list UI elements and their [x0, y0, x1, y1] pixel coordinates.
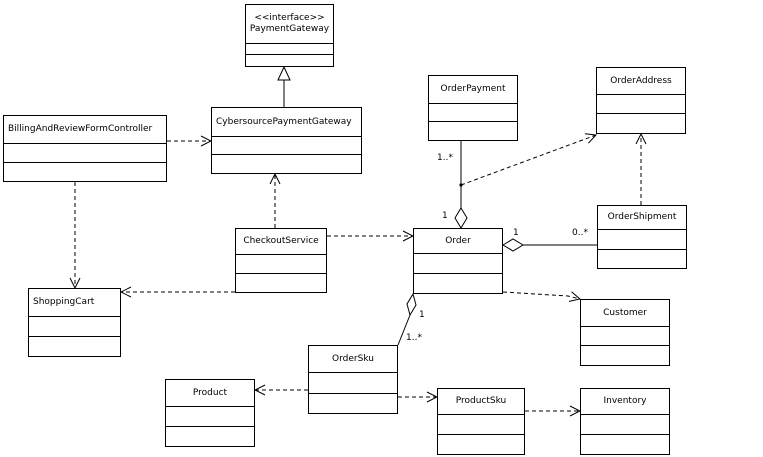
class-product-sku[interactable]: ProductSku — [437, 388, 525, 455]
class-header: OrderAddress — [597, 68, 685, 95]
operations-section — [597, 114, 685, 133]
class-name: CybersourcePaymentGateway — [216, 116, 352, 127]
class-shopping-cart[interactable]: ShoppingCart — [28, 288, 121, 357]
class-header: Inventory — [581, 389, 669, 415]
attributes-section — [438, 415, 524, 435]
aggregation-diamond-icon — [502, 238, 524, 252]
dependency-association-to-orderaddress — [460, 135, 596, 186]
attributes-section — [581, 327, 669, 346]
operations-section — [581, 346, 669, 365]
operations-section — [236, 274, 326, 292]
class-name: ShoppingCart — [33, 297, 95, 307]
multiplicity-orderpayment: 1..* — [437, 153, 453, 163]
class-header: <<interface>> PaymentGateway — [246, 5, 333, 44]
operations-section — [29, 337, 120, 356]
class-order-sku[interactable]: OrderSku — [308, 345, 398, 414]
class-header: ShoppingCart — [29, 289, 120, 317]
class-name: OrderPayment — [440, 84, 506, 94]
class-name: ProductSku — [455, 396, 507, 406]
operations-section — [414, 274, 502, 293]
class-name: CheckoutService — [243, 236, 319, 246]
class-name: Inventory — [603, 396, 647, 406]
class-order-payment[interactable]: OrderPayment — [428, 75, 518, 141]
attributes-section — [429, 104, 517, 122]
class-customer[interactable]: Customer — [580, 299, 670, 366]
class-billing-and-review-form-controller[interactable]: BillingAndReviewFormController — [3, 115, 167, 182]
class-name: OrderShipment — [607, 212, 677, 222]
attributes-section — [598, 230, 686, 250]
attributes-section — [212, 137, 361, 155]
multiplicity-order-payment-side: 1 — [442, 211, 448, 221]
operations-section — [598, 250, 686, 268]
multiplicity-ordersku: 1..* — [406, 333, 422, 343]
class-header: OrderPayment — [429, 76, 517, 104]
operations-section — [166, 427, 254, 446]
class-checkout-service[interactable]: CheckoutService — [235, 228, 327, 293]
class-header: Customer — [581, 300, 669, 327]
multiplicity-ordershipment: 0..* — [572, 228, 588, 238]
attributes-section — [597, 95, 685, 114]
operations-section — [438, 435, 524, 454]
operations-section — [581, 435, 669, 454]
operations-section — [429, 122, 517, 140]
class-name: Customer — [603, 307, 647, 318]
class-name: BillingAndReviewFormController — [8, 124, 153, 134]
operations-section — [4, 163, 166, 181]
class-cybersource-payment-gateway[interactable]: CybersourcePaymentGateway — [211, 107, 362, 174]
class-header: OrderShipment — [598, 206, 686, 230]
attributes-section — [166, 407, 254, 427]
class-header: CheckoutService — [236, 229, 326, 255]
attributes-section — [414, 254, 502, 274]
attributes-section — [236, 255, 326, 274]
aggregation-order-ordersku — [397, 314, 411, 346]
realization-triangle-icon — [277, 65, 291, 81]
class-name: PaymentGateway — [249, 24, 330, 34]
class-name: Product — [192, 387, 228, 398]
operations-section — [246, 55, 333, 66]
class-header: CybersourcePaymentGateway — [212, 108, 361, 137]
multiplicity-order-sku-side: 1 — [419, 310, 425, 320]
class-name: OrderAddress — [610, 75, 672, 86]
multiplicity-order-shipment-side: 1 — [513, 228, 519, 238]
operations-section — [309, 394, 397, 413]
attributes-section — [246, 44, 333, 55]
class-product[interactable]: Product — [165, 379, 255, 447]
attributes-section — [29, 317, 120, 337]
class-header: ProductSku — [438, 389, 524, 415]
dependency-order-to-customer — [502, 292, 580, 299]
class-inventory[interactable]: Inventory — [580, 388, 670, 455]
attributes-section — [581, 415, 669, 435]
attributes-section — [4, 144, 166, 163]
class-header: OrderSku — [309, 346, 397, 373]
class-header: BillingAndReviewFormController — [4, 116, 166, 144]
class-name: OrderSku — [332, 353, 374, 364]
aggregation-diamond-icon — [454, 207, 468, 229]
class-payment-gateway[interactable]: <<interface>> PaymentGateway — [245, 4, 334, 67]
interface-stereotype: <<interface>> — [254, 13, 325, 23]
class-header: Order — [414, 229, 502, 254]
class-order-address[interactable]: OrderAddress — [596, 67, 686, 134]
aggregation-diamond-icon — [406, 292, 417, 317]
class-name: Order — [445, 235, 471, 246]
operations-section — [212, 155, 361, 173]
class-order[interactable]: Order — [413, 228, 503, 294]
class-header: Product — [166, 380, 254, 407]
attributes-section — [309, 373, 397, 394]
class-order-shipment[interactable]: OrderShipment — [597, 205, 687, 269]
